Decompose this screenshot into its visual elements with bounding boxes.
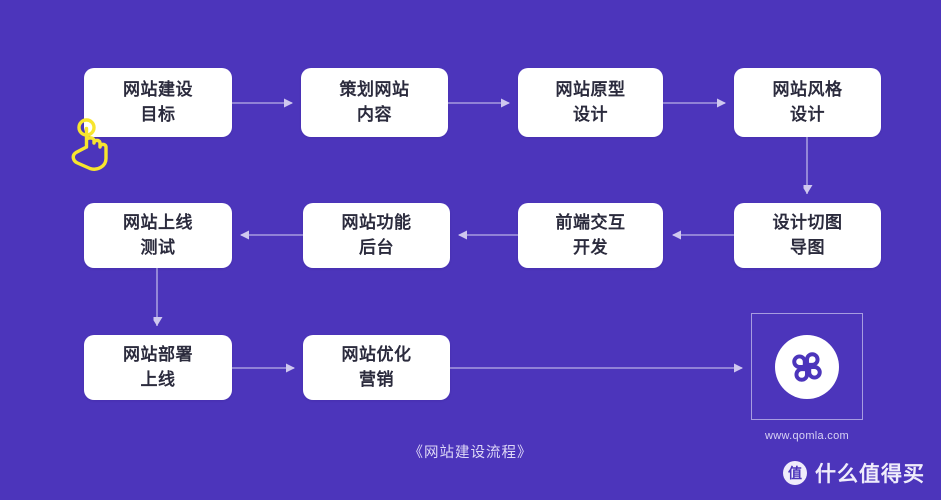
flow-node[interactable]: 网站部署 上线 xyxy=(84,335,232,400)
flow-node-line1: 设计切图 xyxy=(772,213,843,233)
flow-node-line2: 设计 xyxy=(790,104,825,124)
watermark-label: 什么值得买 xyxy=(815,463,925,486)
flow-node-line2: 设计 xyxy=(573,104,608,124)
diagram-caption: 《网站建设流程》 xyxy=(408,445,533,461)
flow-node[interactable]: 网站上线 测试 xyxy=(84,203,232,268)
flow-node-line2: 内容 xyxy=(357,104,392,124)
flow-node-line2: 营销 xyxy=(359,369,394,389)
watermark: 值 什么值得买 xyxy=(783,458,925,488)
flow-node-line1: 网站功能 xyxy=(341,213,412,233)
qomla-quatrefoil-logo-icon xyxy=(792,351,822,382)
flow-node[interactable]: 网站建设 目标 xyxy=(84,68,232,137)
flow-node[interactable]: 前端交互 开发 xyxy=(518,203,663,268)
flow-node-line2: 后台 xyxy=(359,237,394,257)
logo-disc xyxy=(775,334,839,399)
flow-node-line1: 网站风格 xyxy=(772,80,843,100)
watermark-badge-icon: 值 xyxy=(783,461,807,485)
flow-node-line1: 策划网站 xyxy=(339,80,410,100)
flow-node[interactable]: 网站原型 设计 xyxy=(518,68,663,137)
flow-node[interactable]: 设计切图 导图 xyxy=(734,203,881,268)
flow-node-line1: 前端交互 xyxy=(555,213,626,233)
flow-node[interactable]: 策划网站 内容 xyxy=(301,68,448,137)
flow-node-line2: 导图 xyxy=(790,237,825,257)
flow-node-line1: 网站优化 xyxy=(341,345,412,365)
flow-node[interactable]: 网站功能 后台 xyxy=(303,203,450,268)
tap-hand-cursor-icon xyxy=(71,118,108,171)
flow-node[interactable]: 网站优化 营销 xyxy=(303,335,450,400)
logo-frame xyxy=(751,313,863,420)
flow-node[interactable]: 网站风格 设计 xyxy=(734,68,881,137)
flow-node-line1: 网站原型 xyxy=(555,80,626,100)
flow-node-line2: 开发 xyxy=(573,237,608,257)
flow-node-line1: 网站建设 xyxy=(123,80,193,100)
flow-node-line2: 目标 xyxy=(140,104,176,124)
flow-node-line1: 网站上线 xyxy=(123,213,193,233)
flow-node-line2: 测试 xyxy=(140,237,176,257)
flow-node-line2: 上线 xyxy=(140,369,176,389)
flow-node-line1: 网站部署 xyxy=(123,345,193,365)
logo-url-label: www.qomla.com xyxy=(765,430,849,442)
